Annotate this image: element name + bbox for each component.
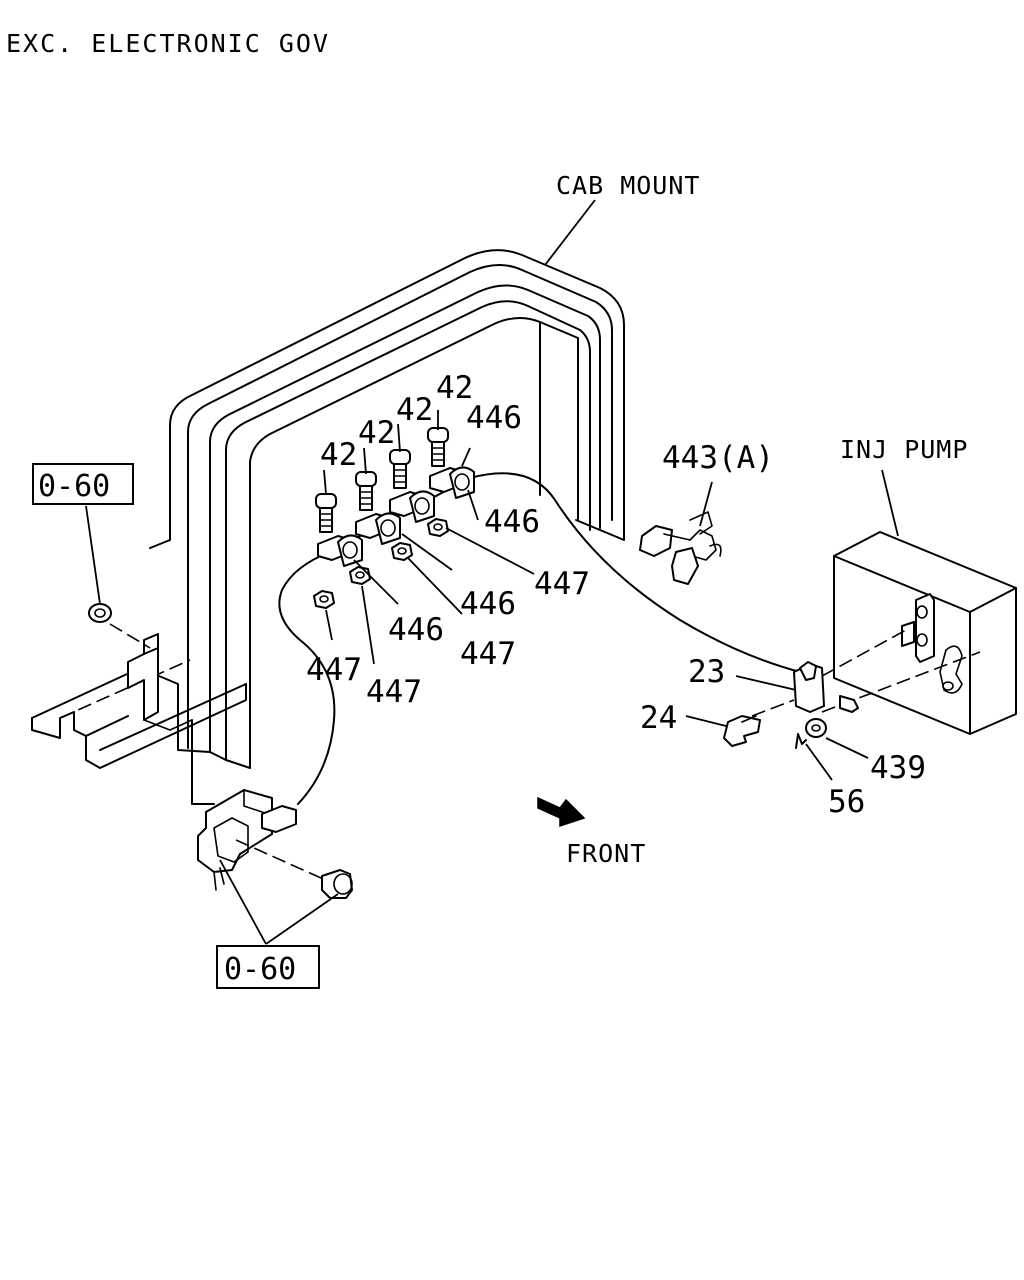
callout-42-b: 42 [358,415,395,451]
cab-mount-frame [149,249,625,769]
harness-clip-443a [639,511,722,585]
bolt-42-a [315,493,337,533]
cab-mount-label: CAB MOUNT [556,171,700,200]
governor-lever-assembly [197,789,353,899]
callout-24: 24 [640,700,677,736]
pump-linkage [723,629,981,749]
bolt-group-42 [315,427,449,533]
callout-42-a: 42 [320,437,357,473]
diagram-title: EXC. ELECTRONIC GOV [6,29,330,58]
callout-443a: 443(A) [662,440,774,476]
callout-42-c: 42 [396,392,433,428]
callout-446-a: 446 [466,400,522,436]
reference-box-top[interactable]: 0-60 [32,463,134,505]
reference-box-bottom-label: 0-60 [224,952,296,987]
callout-447-d: 447 [366,674,422,710]
callout-23: 23 [688,654,725,690]
nut-447-a [313,590,335,609]
reference-box-top-label: 0-60 [38,469,110,504]
nut-447-c [391,542,413,561]
callout-446-b: 446 [484,504,540,540]
callout-447-b: 447 [460,636,516,672]
injection-pump [833,531,1017,735]
front-arrow-icon [537,796,586,828]
front-label: FRONT [566,839,646,868]
callout-446-c: 446 [460,586,516,622]
bolt-42-d [427,427,449,467]
reference-box-bottom[interactable]: 0-60 [216,945,320,989]
leader-lines [85,199,899,945]
clip-446-c [389,490,435,523]
clip-446-a [317,534,363,567]
callout-439: 439 [870,750,926,786]
inj-pump-label: INJ PUMP [840,435,968,464]
frame-rail [31,603,247,769]
clip-446-d [429,466,475,499]
callout-42-d: 42 [436,370,473,406]
clip-446-b [355,512,401,545]
callout-447-c: 447 [306,652,362,688]
callout-447-a: 447 [534,566,590,602]
bolt-42-c [389,449,411,489]
callout-56: 56 [828,784,865,820]
nut-447-b [349,566,371,585]
callout-446-d: 446 [388,612,444,648]
bolt-42-b [355,471,377,511]
nut-447-d [427,518,449,537]
